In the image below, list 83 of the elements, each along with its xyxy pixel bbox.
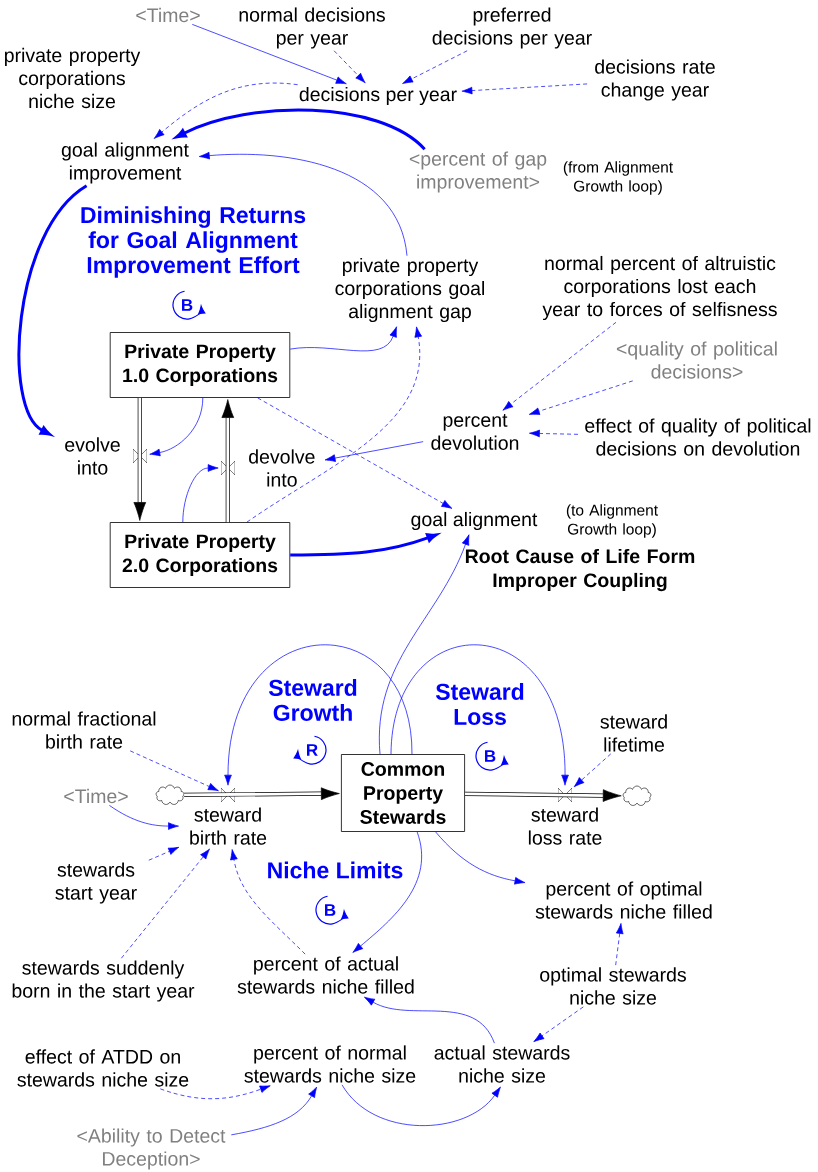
stock-box: Private Property 2.0 Corporations bbox=[109, 522, 291, 588]
arrow bbox=[364, 996, 495, 1044]
cloud-symbol bbox=[155, 784, 185, 805]
heading-text: Root Cause of Life Form Improper Coupling bbox=[465, 548, 695, 592]
variable-name: decisions rate change year bbox=[595, 59, 715, 101]
variable-name: normal fractional birth rate bbox=[12, 711, 156, 749]
arrow bbox=[198, 151, 408, 257]
variable-name: goal alignment bbox=[411, 511, 538, 531]
stock-box: Private Property 1.0 Corporations bbox=[109, 332, 291, 398]
note-text: (from Alignment Growth loop) bbox=[563, 161, 673, 195]
loop-name: Steward Loss bbox=[435, 683, 524, 725]
arrow bbox=[121, 848, 210, 959]
variable-name: optimal stewards niche size bbox=[540, 967, 686, 1005]
arrow bbox=[289, 326, 397, 352]
arrow bbox=[615, 923, 624, 966]
arrow bbox=[129, 750, 219, 792]
node-label: devolve into bbox=[249, 449, 315, 487]
arrow bbox=[402, 50, 468, 84]
variable-name: private property corporations goal alignment gap bbox=[335, 257, 484, 323]
shadow-variable: <Time> bbox=[136, 7, 200, 23]
cloud-symbol bbox=[622, 785, 652, 806]
variable-name: steward lifetime bbox=[600, 714, 667, 752]
flow-pipe bbox=[221, 399, 235, 523]
stock-box: Common Property Stewards bbox=[341, 754, 465, 832]
shadow-variable: <Time> bbox=[64, 788, 128, 804]
arrow bbox=[379, 534, 470, 755]
arrow bbox=[182, 464, 219, 523]
flow-valve: evolve into bbox=[65, 437, 147, 475]
arrow bbox=[390, 644, 569, 786]
arrow bbox=[528, 380, 634, 415]
arrow bbox=[352, 831, 422, 953]
note-text: (to Alignment Growth loop) bbox=[566, 504, 658, 538]
arrow bbox=[573, 753, 612, 788]
shadow-variable: <percent of gap improvement> bbox=[409, 151, 547, 193]
arrow bbox=[341, 1084, 501, 1126]
arrow bbox=[191, 24, 347, 85]
arrow bbox=[148, 846, 180, 861]
loop-name: Steward Growth bbox=[268, 679, 357, 721]
variable-name: decisions per year bbox=[299, 86, 457, 106]
flow-valve: steward birth rate bbox=[190, 788, 267, 845]
node-label: steward birth rate bbox=[190, 807, 267, 845]
variable-name: percent of normal stewards niche size bbox=[244, 1045, 416, 1083]
arrow bbox=[149, 397, 204, 457]
flow-pipe bbox=[133, 397, 147, 521]
variable-name: private property corporations niche size bbox=[4, 47, 141, 109]
node-label: evolve into bbox=[65, 437, 120, 475]
arrow bbox=[159, 1085, 271, 1100]
arrow bbox=[109, 805, 179, 830]
arrow bbox=[230, 1086, 317, 1136]
flow-valve: steward loss rate bbox=[528, 788, 602, 845]
variable-name: stewards start year bbox=[55, 862, 137, 904]
flow-pipe bbox=[184, 787, 340, 800]
variable-name: actual stewards niche size bbox=[434, 1045, 570, 1083]
variable-name: effect of ATDD on stewards niche size bbox=[17, 1049, 189, 1087]
loop-name: Niche Limits bbox=[268, 861, 403, 879]
arrow bbox=[502, 321, 617, 411]
arrow bbox=[257, 397, 453, 509]
variable-name: normal decisions per year bbox=[239, 7, 385, 49]
arrow bbox=[435, 831, 526, 885]
variable-name: percent of actual stewards niche filled bbox=[237, 956, 414, 994]
arrow bbox=[461, 83, 588, 95]
variable-name: normal percent of altruistic corporations lost each year to forces of selfisness bbox=[542, 255, 777, 321]
shadow-variable: <quality of political decisions> bbox=[616, 341, 777, 379]
variable-name: effect of quality of political decisions on devolution bbox=[585, 418, 811, 456]
node-label: steward loss rate bbox=[528, 807, 602, 845]
arrow bbox=[246, 326, 422, 523]
variable-name: goal alignment improvement bbox=[61, 142, 189, 184]
arrow bbox=[533, 1006, 584, 1042]
variable-name: percent devolution bbox=[431, 414, 519, 450]
arrow bbox=[17, 184, 88, 436]
arrow bbox=[153, 82, 299, 139]
arrow bbox=[333, 50, 366, 84]
variable-name: percent of optimal stewards niche filled bbox=[535, 881, 712, 919]
arrow bbox=[324, 441, 424, 462]
loop-name: Diminishing Returns for Goal Alignment Improvement Effort bbox=[81, 206, 306, 278]
shadow-variable: <Ability to Detect Deception> bbox=[77, 1128, 226, 1170]
variable-name: stewards suddenly born in the start year bbox=[12, 960, 195, 1002]
flow-valve: devolve into bbox=[221, 449, 315, 487]
arrow bbox=[230, 849, 306, 955]
flow-pipe bbox=[464, 789, 622, 802]
arrow bbox=[529, 429, 579, 438]
variable-name: preferred decisions per year bbox=[432, 7, 592, 49]
arrow bbox=[224, 644, 413, 786]
